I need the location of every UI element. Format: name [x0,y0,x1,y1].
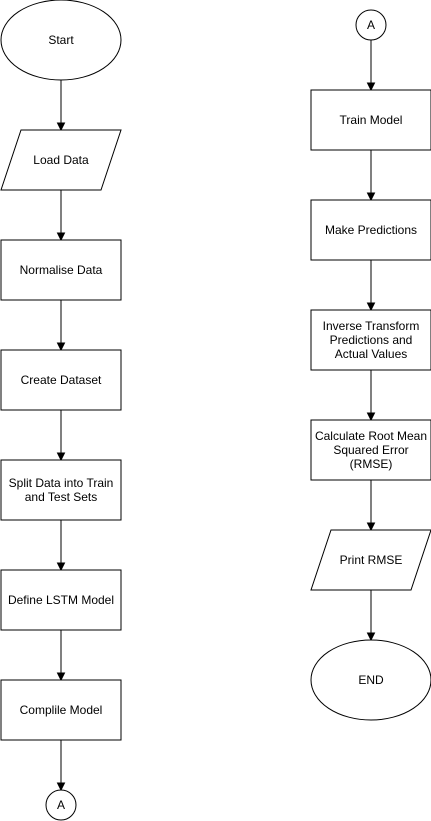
arrow-load-data-to-normalise-data [56,190,66,242]
arrow-calculate-rmse-to-print-rmse [366,480,376,532]
arrow-start-to-load-data [56,80,66,132]
node-connector-a-out: A [45,789,77,821]
calculate-rmse-label: Squared Error [333,443,408,457]
normalise-data-shape [0,239,122,301]
train-model-label: Train Model [340,113,403,127]
compile-model-label: Complile Model [20,703,103,717]
split-data-shape [0,459,122,521]
arrow-split-data-to-define-lstm-model [56,520,66,572]
connector-a-out-label: A [57,798,65,812]
arrow-define-lstm-model-to-compile-model [56,630,66,682]
calculate-rmse-shape [310,419,431,481]
node-compile-model: Complile Model [0,679,122,741]
arrow-inverse-transform-to-calculate-rmse [366,370,376,422]
create-dataset-shape [0,349,122,411]
inverse-transform-shape [310,309,431,371]
node-make-predictions: Make Predictions [310,199,431,261]
node-connector-a-in: A [355,9,387,41]
node-create-dataset: Create Dataset [0,349,122,411]
end-shape [310,639,431,721]
define-lstm-model-label: Define LSTM Model [8,593,114,607]
arrow-compile-model-to-connector-a-out [56,740,66,792]
make-predictions-shape [310,199,431,261]
print-rmse-label: Print RMSE [340,553,403,567]
connector-a-in-label: A [367,18,375,32]
arrow-normalise-data-to-create-dataset [56,300,66,352]
arrow-print-rmse-to-end [366,590,376,642]
train-model-shape [310,89,431,151]
node-print-rmse: Print RMSE [310,529,431,591]
arrow-connector-a-in-to-train-model [366,40,376,92]
node-define-lstm-model: Define LSTM Model [0,569,122,631]
calculate-rmse-label: Calculate Root Mean [315,429,427,443]
split-data-label: Split Data into Train [9,476,114,490]
create-dataset-label: Create Dataset [21,373,102,387]
node-load-data: Load Data [0,129,122,191]
node-start: Start [0,0,122,81]
arrow-create-dataset-to-split-data [56,410,66,462]
inverse-transform-label: Inverse Transform [323,319,420,333]
node-normalise-data: Normalise Data [0,239,122,301]
make-predictions-label: Make Predictions [325,223,417,237]
connector-a-in-shape [355,9,387,41]
node-end: END [310,639,431,721]
calculate-rmse-label: (RMSE) [350,457,393,471]
load-data-shape [0,129,122,191]
end-label: END [358,673,384,687]
split-data-label: and Test Sets [25,490,98,504]
start-label: Start [48,33,74,47]
normalise-data-label: Normalise Data [20,263,103,277]
node-train-model: Train Model [310,89,431,151]
inverse-transform-label: Predictions and [330,333,413,347]
arrow-train-model-to-make-predictions [366,150,376,202]
compile-model-shape [0,679,122,741]
arrow-make-predictions-to-inverse-transform [366,260,376,312]
inverse-transform-label: Actual Values [335,347,408,361]
connector-a-out-shape [45,789,77,821]
load-data-label: Load Data [33,153,89,167]
start-shape [0,0,122,81]
define-lstm-model-shape [0,569,122,631]
print-rmse-shape [310,529,431,591]
